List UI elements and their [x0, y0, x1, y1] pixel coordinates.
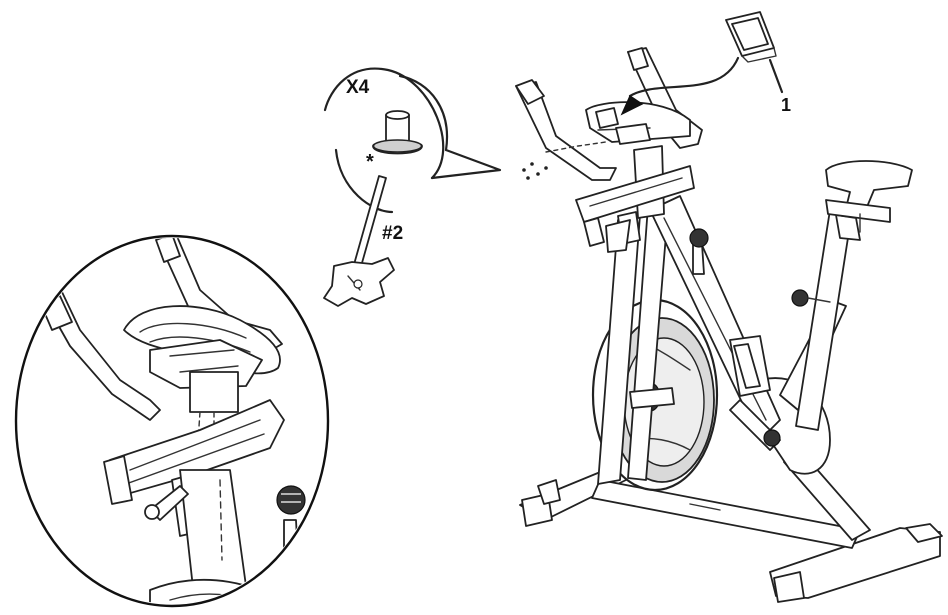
bolt [372, 110, 423, 155]
base-rail [591, 479, 861, 549]
rear-stabilizer [769, 523, 943, 603]
tool-label: #2 [382, 223, 404, 244]
resistance-knob [689, 228, 709, 275]
zoom-bolt-knob [144, 485, 189, 521]
console-callout-number: 1 [781, 95, 792, 115]
spin-bike [515, 47, 943, 603]
crank-pedal [629, 335, 781, 451]
console-part [725, 11, 777, 63]
detail-zoom-circle [14, 234, 330, 608]
bolt-insertion-marks [522, 141, 607, 180]
saddle [825, 160, 913, 233]
handlebar-tray [575, 165, 695, 253]
install-arrow [620, 56, 740, 116]
hex-key-tool [323, 175, 395, 307]
seat-post [791, 209, 861, 431]
hardware-callout-bubble [323, 67, 502, 214]
quantity-label: X4 [346, 77, 370, 98]
asterisk-marker: * [366, 151, 374, 173]
zoom-bracket [149, 339, 263, 471]
handlebar [515, 47, 703, 181]
console-leader-line [768, 58, 784, 94]
